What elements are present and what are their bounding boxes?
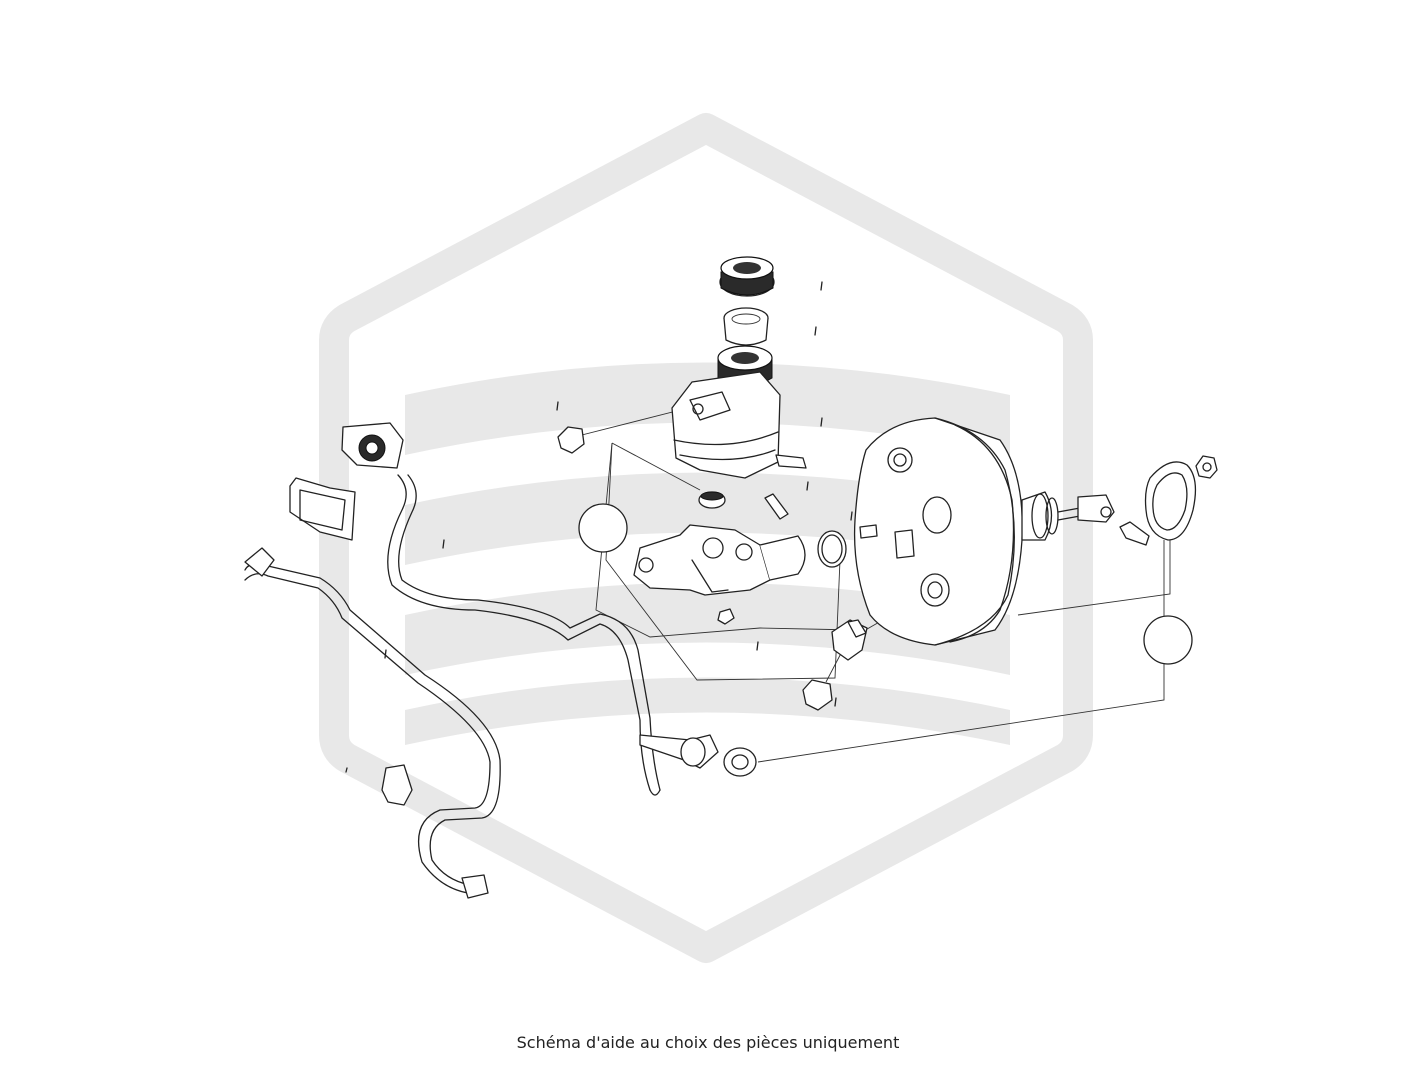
hose-bracket [289,477,356,541]
vacuum-hose-upper [341,422,719,796]
master-cylinder [578,493,806,625]
brake-fluid-reservoir [671,371,807,509]
brake-booster [853,417,1115,646]
leader-circle-right [1143,615,1193,665]
vacuum-hose-lower [244,547,501,899]
check-valve-grommet [723,747,757,777]
o-ring [817,530,847,568]
booster-gasket [1144,461,1197,541]
reservoir-cap-top [719,256,775,297]
part-reference-ticks [345,281,853,773]
booster-nut [1195,455,1218,479]
diagram-caption: Schéma d'aide au choix des pièces unique… [516,1033,900,1052]
vacuum-sensor [802,619,868,711]
reservoir-filter-strainer [723,307,769,346]
bleed-plug-left [557,426,585,454]
clevis-pin [1119,521,1150,546]
